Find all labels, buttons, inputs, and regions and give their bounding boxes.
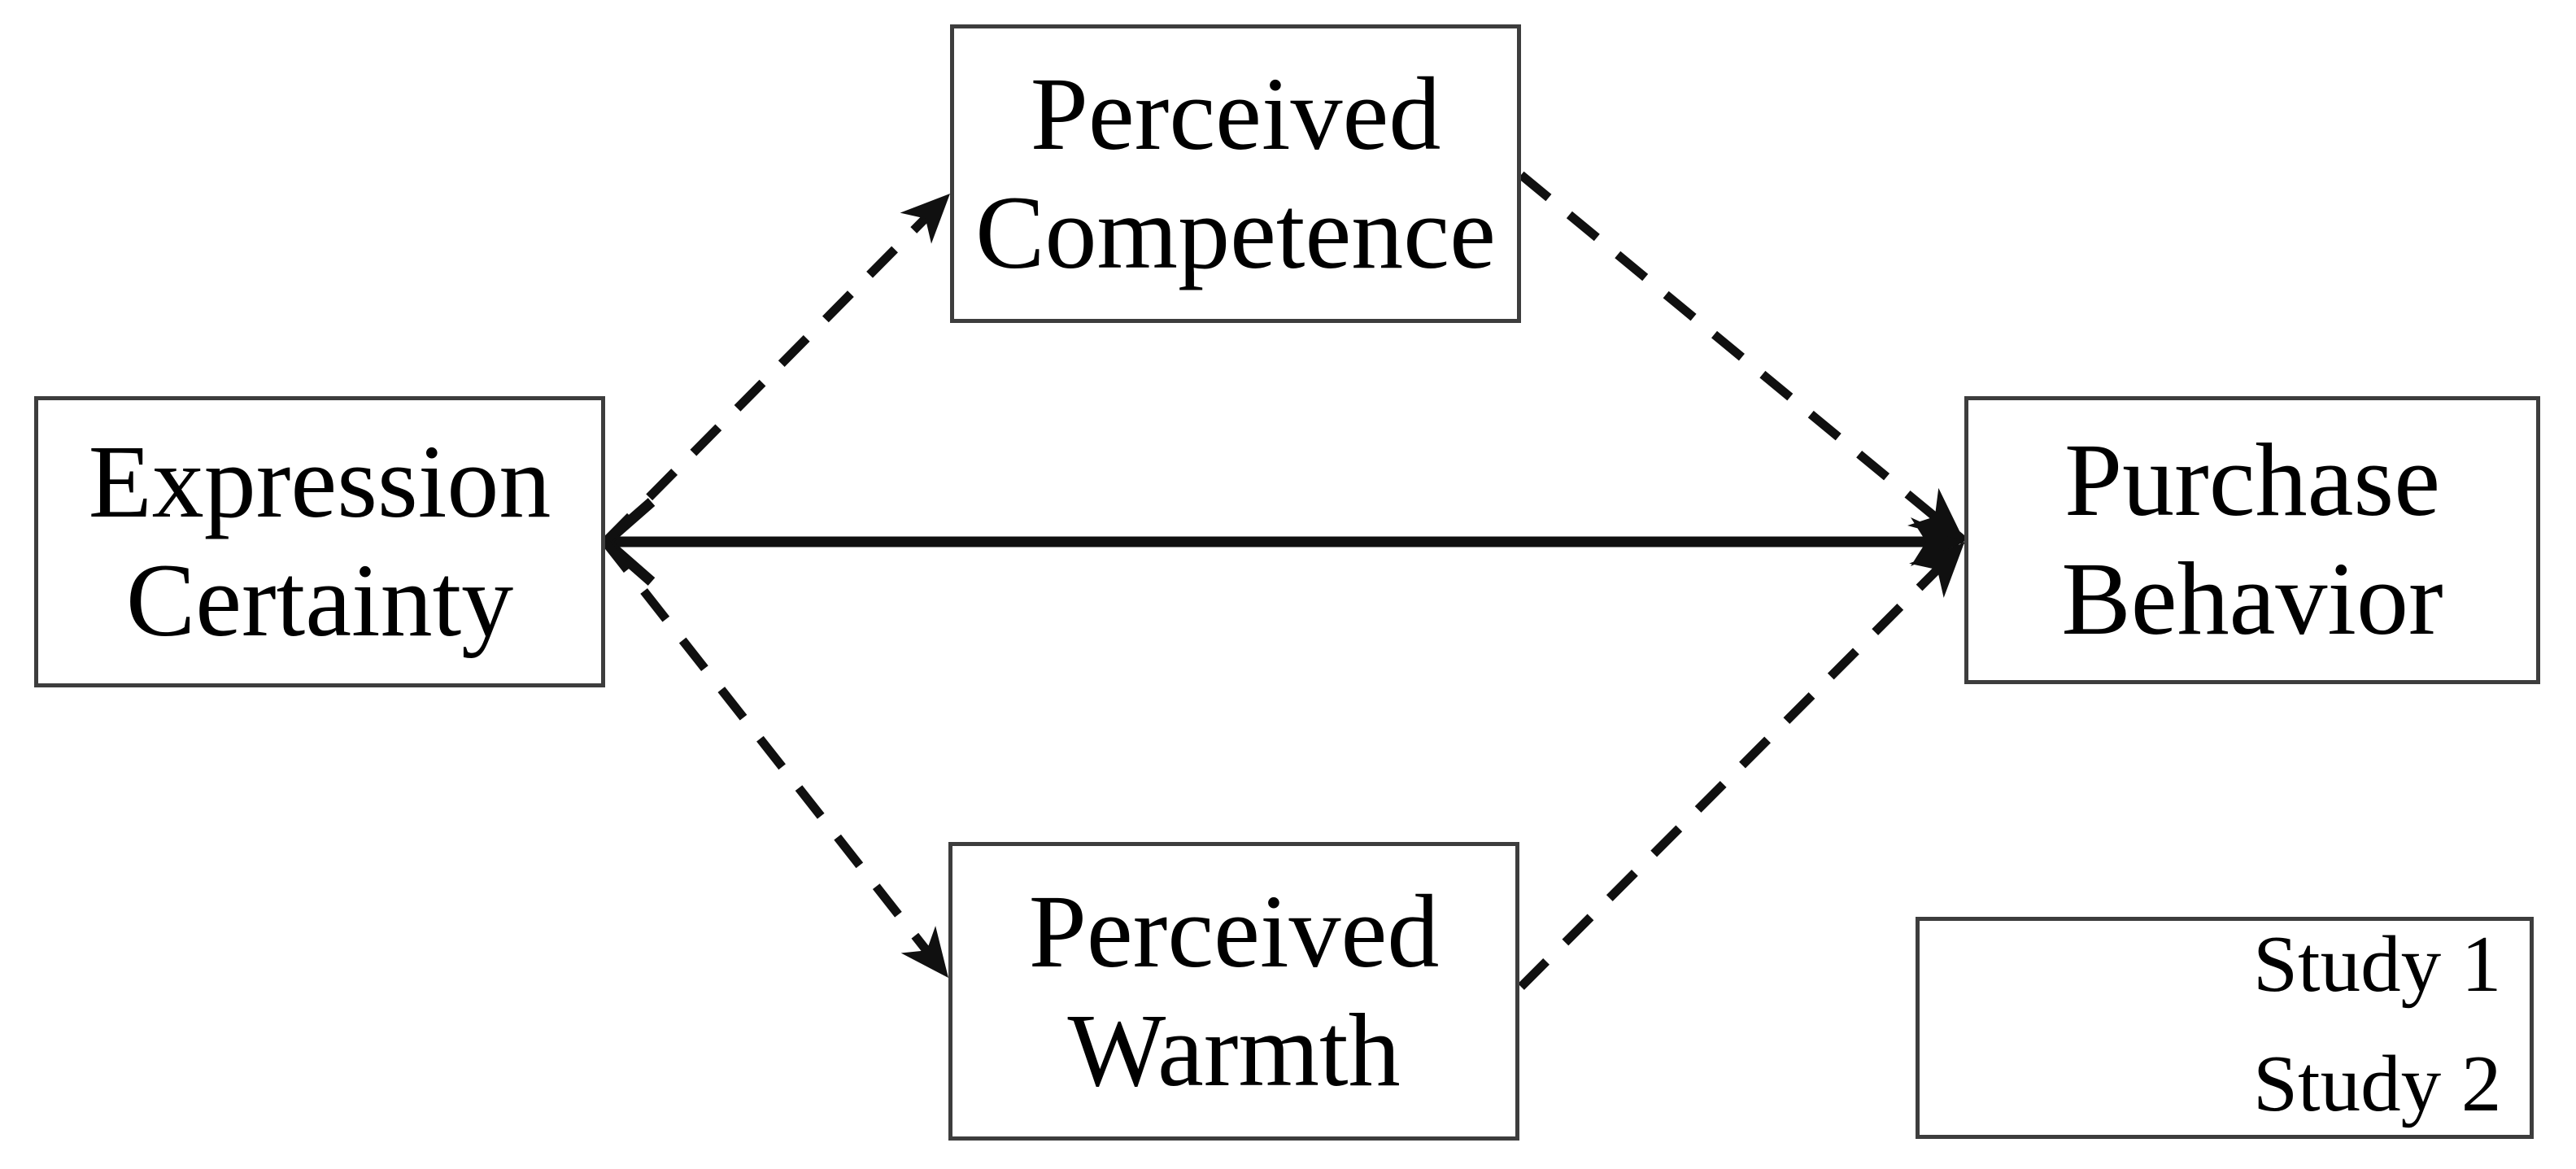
edge-expression-certainty-to-perceived-warmth-dashed	[601, 539, 942, 968]
node-expression-certainty: Expression Certainty	[34, 396, 605, 687]
node-expression-certainty-label: Expression Certainty	[88, 424, 551, 658]
edge-perceived-competence-to-purchase-behavior-dashed	[1518, 171, 1968, 545]
node-perceived-competence: Perceived Competence	[950, 24, 1521, 323]
node-perceived-competence-label: Perceived Competence	[975, 55, 1496, 290]
legend-study1-label: Study 1	[2253, 919, 2502, 1009]
arrowhead-solid-into-purchase-behavior	[1911, 517, 1964, 566]
edge-perceived-warmth-to-purchase-behavior-dashed	[1518, 539, 1968, 990]
node-purchase-behavior: Purchase Behavior	[1964, 396, 2540, 684]
node-perceived-warmth: Perceived Warmth	[948, 842, 1519, 1141]
legend-study2-label: Study 2	[2253, 1039, 2502, 1128]
node-purchase-behavior-label: Purchase Behavior	[2061, 422, 2443, 656]
edge-expression-certainty-to-perceived-competence-dashed	[602, 203, 940, 545]
node-perceived-warmth-label: Perceived Warmth	[1028, 873, 1440, 1108]
origin-chevron-arrowhead	[598, 498, 656, 586]
